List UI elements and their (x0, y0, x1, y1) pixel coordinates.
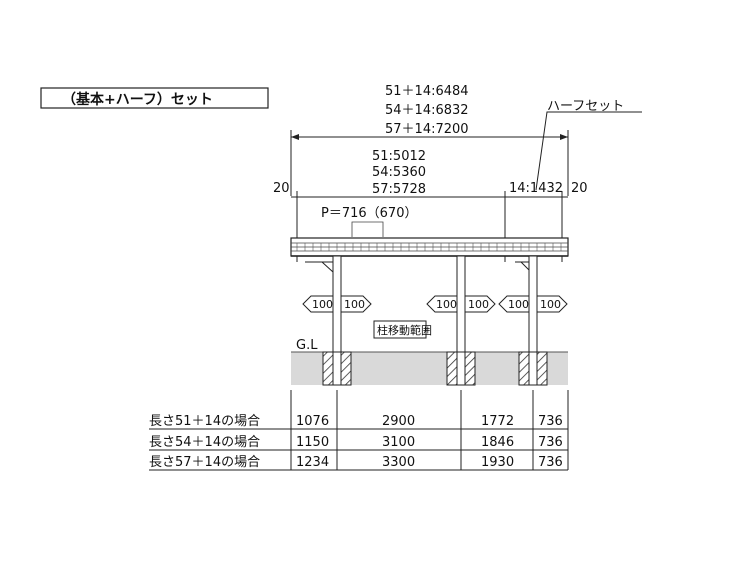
eave-right: 20 (571, 181, 588, 196)
arrow-left-icon (302, 295, 334, 313)
arrow-value-label: 100 (436, 298, 457, 311)
overall-arrow-right (560, 134, 568, 140)
arrow-value-label: 100 (508, 298, 529, 311)
row-label: 長さ51＋14の場合 (149, 414, 260, 429)
cell-value: 736 (538, 455, 563, 470)
main-width-2: 54:5360 (372, 165, 426, 180)
cell-value: 2900 (382, 414, 415, 429)
post-range-box (373, 320, 427, 339)
ground-label: G.L (296, 338, 318, 353)
pitch-bracket (351, 221, 384, 237)
cell-value: 3300 (382, 455, 415, 470)
arrow-value-label: 100 (540, 298, 561, 311)
eave-left: 20 (273, 181, 290, 196)
half-width: 14:1432 (509, 181, 563, 196)
overall-width-1: 51＋14:6484 (385, 84, 469, 99)
cell-value: 736 (538, 414, 563, 429)
half-set-leader (535, 111, 642, 191)
arrow-left-icon (498, 295, 530, 313)
title-box (40, 87, 269, 109)
table-row: 長さ57＋14の場合 1234 3300 1930 736 (149, 455, 568, 471)
arrow-value-label: 100 (468, 298, 489, 311)
cell-value: 1234 (296, 455, 329, 470)
overall-width-2: 54＋14:6832 (385, 103, 469, 118)
cell-value: 1076 (296, 414, 329, 429)
row-label: 長さ57＋14の場合 (149, 455, 260, 470)
post-base-2 (456, 351, 466, 386)
arrow-right-icon (340, 295, 372, 313)
row-label: 長さ54＋14の場合 (149, 435, 260, 450)
arrow-right-icon (536, 295, 568, 313)
cell-value: 736 (538, 435, 563, 450)
cell-value: 1930 (481, 455, 514, 470)
pitch-label: P＝716（670） (321, 206, 417, 221)
arrow-value-label: 100 (312, 298, 333, 311)
arrow-left-icon (426, 295, 458, 313)
cell-value: 3100 (382, 435, 415, 450)
post-base-1 (332, 351, 342, 386)
post-range-label: 柱移動範囲 (377, 323, 432, 337)
half-set-label: ハーフセット (547, 99, 624, 114)
arrow-right-icon (464, 295, 496, 313)
roof-ribs (296, 243, 562, 251)
cell-value: 1846 (481, 435, 514, 450)
roof (290, 237, 569, 257)
arrow-value-label: 100 (344, 298, 365, 311)
post-base-3 (528, 351, 538, 386)
overall-arrow-left (291, 134, 299, 140)
table-row: 長さ51＋14の場合 1076 2900 1772 736 (149, 414, 568, 430)
overall-width-3: 57＋14:7200 (385, 122, 469, 137)
main-width-3: 57:5728 (372, 182, 426, 197)
cell-value: 1772 (481, 414, 514, 429)
post-move-arrows: 100 100 100 100 100 100 (302, 295, 568, 313)
title: （基本+ハーフ）セット (62, 91, 213, 108)
table-row: 長さ54＋14の場合 1150 3100 1846 736 (149, 435, 568, 451)
cell-value: 1150 (296, 435, 329, 450)
main-width-1: 51:5012 (372, 149, 426, 164)
